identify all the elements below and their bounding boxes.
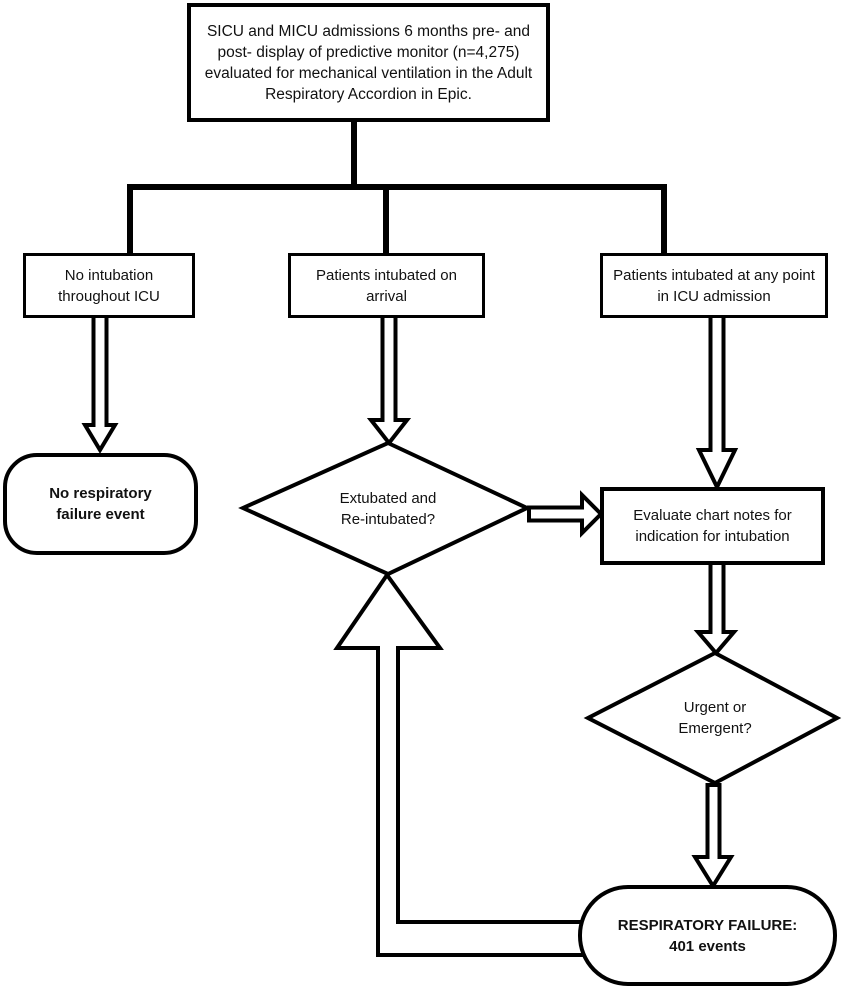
intubated-any-point-line: Patients intubated at any point xyxy=(613,266,815,284)
urgent-decision-diamond xyxy=(583,650,842,786)
no-intubation-box: No intubation throughout ICU xyxy=(23,253,195,318)
arrow-evaluate-to-urgent xyxy=(693,561,739,657)
intubated-any-point-line: in ICU admission xyxy=(657,287,771,305)
arrow-urgent-to-failure xyxy=(691,783,735,890)
intubated-on-arrival-line: Patients intubated on xyxy=(316,266,457,284)
extubated-decision-diamond xyxy=(238,440,532,577)
study-population-line: Respiratory Accordion in Epic. xyxy=(265,85,472,103)
intubated-on-arrival-box: Patients intubated on arrival xyxy=(288,253,485,318)
no-respiratory-failure-terminal: No respiratory failure event xyxy=(3,453,198,555)
intubated-any-point-box: Patients intubated at any point in ICU a… xyxy=(600,253,828,318)
no-intubation-line: No intubation xyxy=(64,266,154,284)
intubated-on-arrival-line: arrival xyxy=(366,287,407,305)
evaluate-chart-notes-line: indication for intubation xyxy=(635,528,790,545)
study-population-line: SICU and MICU admissions 6 months pre- a… xyxy=(206,22,531,40)
arrow-loop-failure-to-reintubated xyxy=(333,571,588,957)
urgent-decision-line: Emergent? xyxy=(678,720,752,737)
arrow-extubated-to-evaluate xyxy=(527,490,604,538)
urgent-decision-label: Urgent or Emergent? xyxy=(615,696,815,740)
extubated-decision-line: Extubated and xyxy=(339,490,437,507)
evaluate-chart-notes-line: Evaluate chart notes for xyxy=(633,507,792,524)
extubated-decision-line: Re-intubated? xyxy=(340,511,436,528)
evaluate-chart-notes-box: Evaluate chart notes for indication for … xyxy=(600,487,825,565)
study-population-line: post- display of predictive monitor (n=4… xyxy=(217,43,520,61)
urgent-decision-line: Urgent or xyxy=(683,699,747,716)
arrow-on-arrival-to-extubated xyxy=(366,314,412,447)
extubated-decision-label: Extubated and Re-intubated? xyxy=(288,487,488,531)
study-population-line: evaluated for mechanical ventilation in … xyxy=(204,64,533,82)
arrow-any-point-to-evaluate xyxy=(695,314,739,492)
no-respiratory-failure-line: failure event xyxy=(56,506,145,523)
arrow-no-intubation-to-no-failure xyxy=(81,314,119,454)
no-intubation-line: throughout ICU xyxy=(58,287,160,305)
respiratory-failure-line: 401 events xyxy=(669,937,746,955)
respiratory-failure-line: RESPIRATORY FAILURE: xyxy=(617,916,798,934)
respiratory-failure-terminal: RESPIRATORY FAILURE: 401 events xyxy=(578,885,837,986)
study-population-box: SICU and MICU admissions 6 months pre- a… xyxy=(187,3,550,122)
no-respiratory-failure-line: No respiratory xyxy=(49,485,152,502)
